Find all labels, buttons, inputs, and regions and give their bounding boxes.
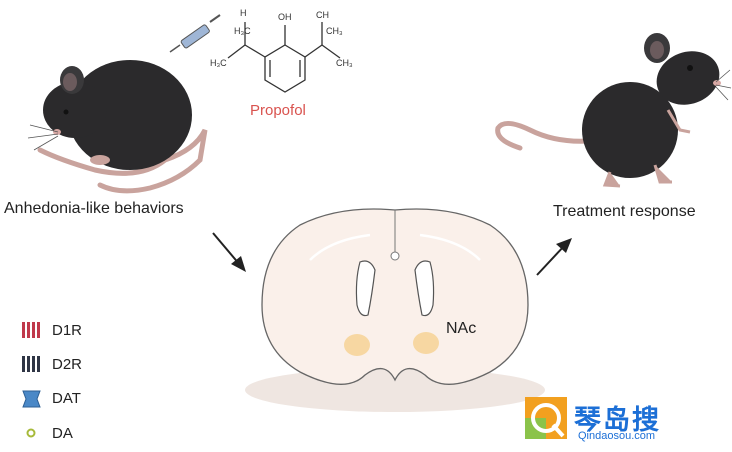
chem-atom-label: OH: [278, 12, 292, 22]
chem-atom-label: CH₃: [336, 58, 353, 68]
chem-atom-label: H₃C: [210, 58, 227, 68]
legend-label-da: DA: [52, 425, 73, 442]
d2r-receptor-icon: [22, 356, 40, 372]
nac-right-highlight: [413, 332, 439, 354]
nac-left-highlight: [344, 334, 370, 356]
watermark-logo-icon: [525, 397, 567, 439]
legend-label-d1r: D1R: [52, 322, 83, 339]
anhedonia-mouse: [27, 60, 208, 194]
left-caption: Anhedonia-like behaviors: [4, 200, 184, 217]
drug-name-label: Propofol: [250, 102, 306, 119]
chem-atom-label: CH: [316, 10, 329, 20]
propofol-structure: [227, 22, 341, 93]
arrow-to-response: [536, 238, 572, 276]
watermark-url: Qindaosou.com: [578, 430, 656, 442]
dopamine-dot-icon: [26, 428, 36, 438]
region-label: NAc: [446, 320, 477, 337]
brain-coronal-section: [245, 208, 545, 412]
legend-label-dat: DAT: [52, 390, 81, 407]
d1r-receptor-icon: [22, 322, 40, 338]
chem-atom-label: H₃C: [234, 26, 251, 36]
watermark-text: 琴岛搜: [574, 405, 661, 435]
dat-transporter-icon: [22, 390, 41, 408]
treated-mouse: [495, 33, 732, 188]
chem-atom-label: CH₃: [326, 26, 343, 36]
legend-label-d2r: D2R: [52, 356, 83, 373]
arrow-to-brain: [212, 232, 246, 272]
syringe-icon: [169, 14, 221, 53]
right-caption: Treatment response: [553, 203, 696, 220]
chem-atom-label: H: [240, 8, 247, 18]
